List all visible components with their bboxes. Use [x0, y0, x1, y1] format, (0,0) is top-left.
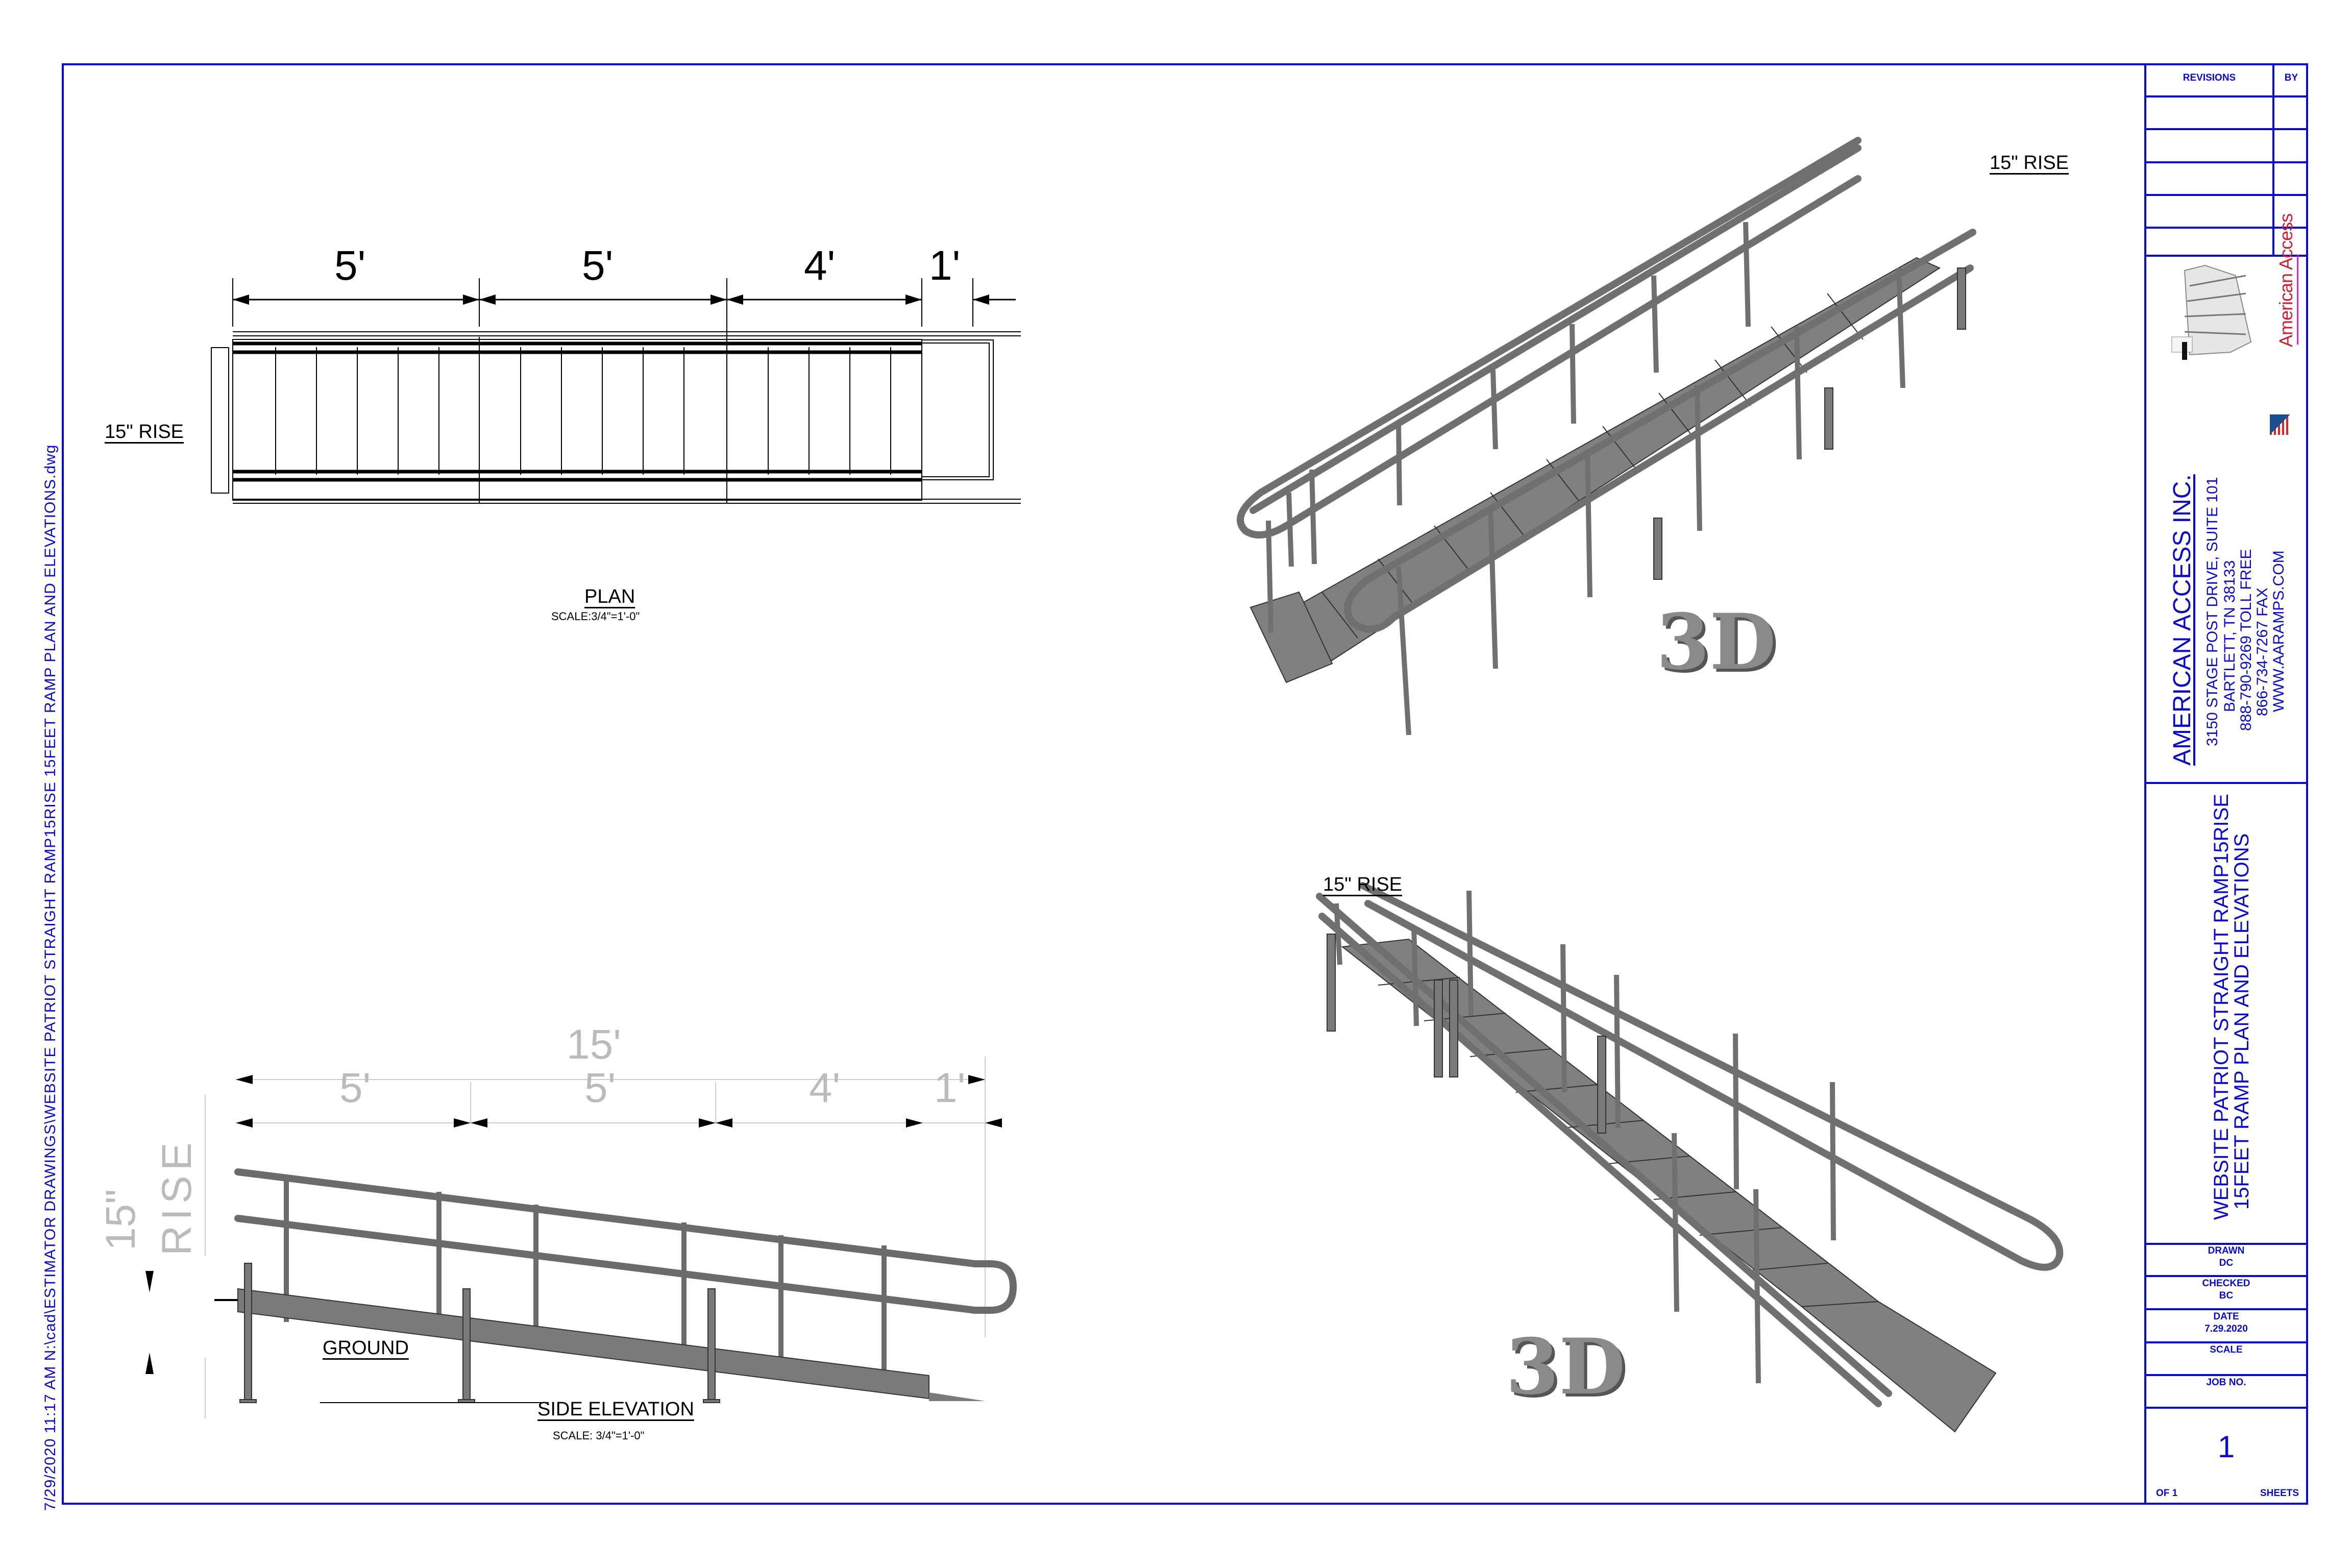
sheets-label: SHEETS [2260, 1488, 2299, 1499]
iso-bottom-rise-label: 15" RISE [1323, 874, 1403, 895]
checked-value: BC [2219, 1290, 2234, 1301]
job-number-label: JOB NO. [2206, 1377, 2246, 1388]
side-elevation-drawing [145, 1057, 1017, 1419]
iso-top-rise-label: 15" RISE [1990, 152, 2069, 174]
company-block-line [2144, 782, 2308, 784]
plan-drawing [211, 278, 1021, 504]
side-elevation-scale: SCALE: 3/4"=1'-0" [553, 1429, 645, 1442]
plan-rise-label: 15" RISE [105, 421, 184, 443]
side-overall-dim: 15' [567, 1021, 621, 1068]
checked-label: CHECKED [2202, 1278, 2250, 1289]
logo-accent-line [2297, 255, 2298, 345]
title-block-line [2144, 1341, 2308, 1343]
revisions-row-line [2144, 161, 2308, 163]
project-title-line-2: 15FEET RAMP PLAN AND ELEVATIONS [2231, 833, 2253, 1210]
plan-dim-2: 5' [582, 242, 614, 289]
revisions-by-divider [2272, 63, 2274, 255]
title-block-line [2144, 1407, 2308, 1409]
plan-dim-1: 5' [334, 242, 366, 289]
revisions-by-header: BY [2284, 72, 2298, 83]
title-block-line [2144, 1243, 2308, 1245]
side-dim-4: 1' [934, 1065, 966, 1111]
title-block-frame [2144, 63, 2308, 1505]
iso-top-drawing [1237, 137, 1976, 736]
date-label: DATE [2213, 1311, 2239, 1322]
side-dim-1: 5' [339, 1065, 371, 1111]
iso-bottom-drawing [1316, 882, 2064, 1433]
title-block-line [2144, 1374, 2308, 1376]
project-title-line-1: WEBSITE PATRIOT STRAIGHT RAMP15RISE [2210, 794, 2233, 1220]
sheet-of-label: OF 1 [2156, 1488, 2178, 1499]
company-name: AMERICAN ACCESS INC. [2169, 474, 2196, 766]
revisions-row-line [2144, 194, 2308, 196]
company-fax: 866-734-7267 FAX [2254, 587, 2271, 716]
revisions-header-line [2144, 95, 2308, 97]
plan-scale: SCALE:3/4"=1'-0" [551, 610, 640, 623]
revisions-row-line [2144, 227, 2308, 229]
revisions-end-line [2144, 255, 2308, 257]
company-website: WWW.AARAMPS.COM [2270, 550, 2287, 712]
logo-flag-icon [2270, 414, 2290, 435]
iso-top-3d-badge: 3D [1656, 597, 1776, 687]
plan-dim-3: 4' [804, 242, 836, 289]
ground-label: GROUND [323, 1337, 409, 1359]
side-elevation-title: SIDE ELEVATION [537, 1399, 694, 1420]
title-block-line [2144, 1308, 2308, 1310]
revisions-row-line [2144, 128, 2308, 130]
ramp-logo-icon [2171, 264, 2252, 360]
date-value: 7.29.2020 [2204, 1324, 2248, 1334]
company-address-1: 3150 STAGE POST DRIVE, SUITE 101 [2204, 477, 2221, 746]
side-dim-3: 4' [809, 1065, 841, 1111]
plan-title: PLAN [584, 586, 635, 607]
revisions-header: REVISIONS [2183, 72, 2236, 83]
iso-bottom-3d-badge: 3D [1506, 1322, 1626, 1412]
scale-label: SCALE [2210, 1344, 2243, 1355]
plan-dim-4: 1' [929, 242, 961, 289]
sheet-number: 1 [2217, 1430, 2235, 1464]
drawn-label: DRAWN [2208, 1245, 2245, 1256]
logo-text: American Access [2275, 213, 2296, 347]
drawing-border [62, 63, 2308, 1505]
side-dim-2: 5' [584, 1065, 616, 1111]
company-address-2: BARTLETT, TN 38133 [2221, 560, 2238, 712]
company-phone: 888-790-9269 TOLL FREE [2238, 549, 2255, 731]
title-block-line [2144, 1275, 2308, 1277]
drawn-value: DC [2219, 1258, 2234, 1268]
